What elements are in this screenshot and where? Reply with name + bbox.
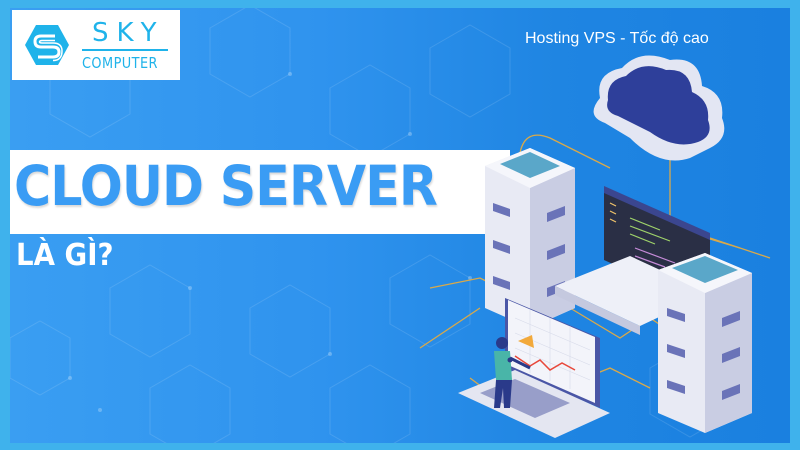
cloud-server-illustration [419, 55, 771, 438]
title-banner [10, 150, 510, 234]
person-analyst-icon [494, 337, 531, 408]
headline-subtitle: LÀ GÌ? [16, 238, 114, 273]
tagline: Hosting VPS - Tốc độ cao [525, 30, 709, 47]
logo-brand-top: SKY [92, 18, 165, 48]
banner-canvas: SKY COMPUTER Hosting VPS - Tốc độ cao CL… [10, 8, 790, 443]
cloud-icon [593, 55, 725, 161]
logo-brand-bottom: COMPUTER [82, 54, 158, 72]
server-rack-right-icon [658, 253, 752, 433]
hexagon-pattern-background [10, 8, 731, 443]
sky-computer-logo: SKY COMPUTER [12, 10, 180, 80]
logo-divider [82, 49, 168, 51]
server-rack-left-icon [485, 148, 575, 328]
headline-title: CLOUD SERVER [14, 154, 438, 218]
sky-computer-hexagon-s-icon [25, 25, 69, 65]
